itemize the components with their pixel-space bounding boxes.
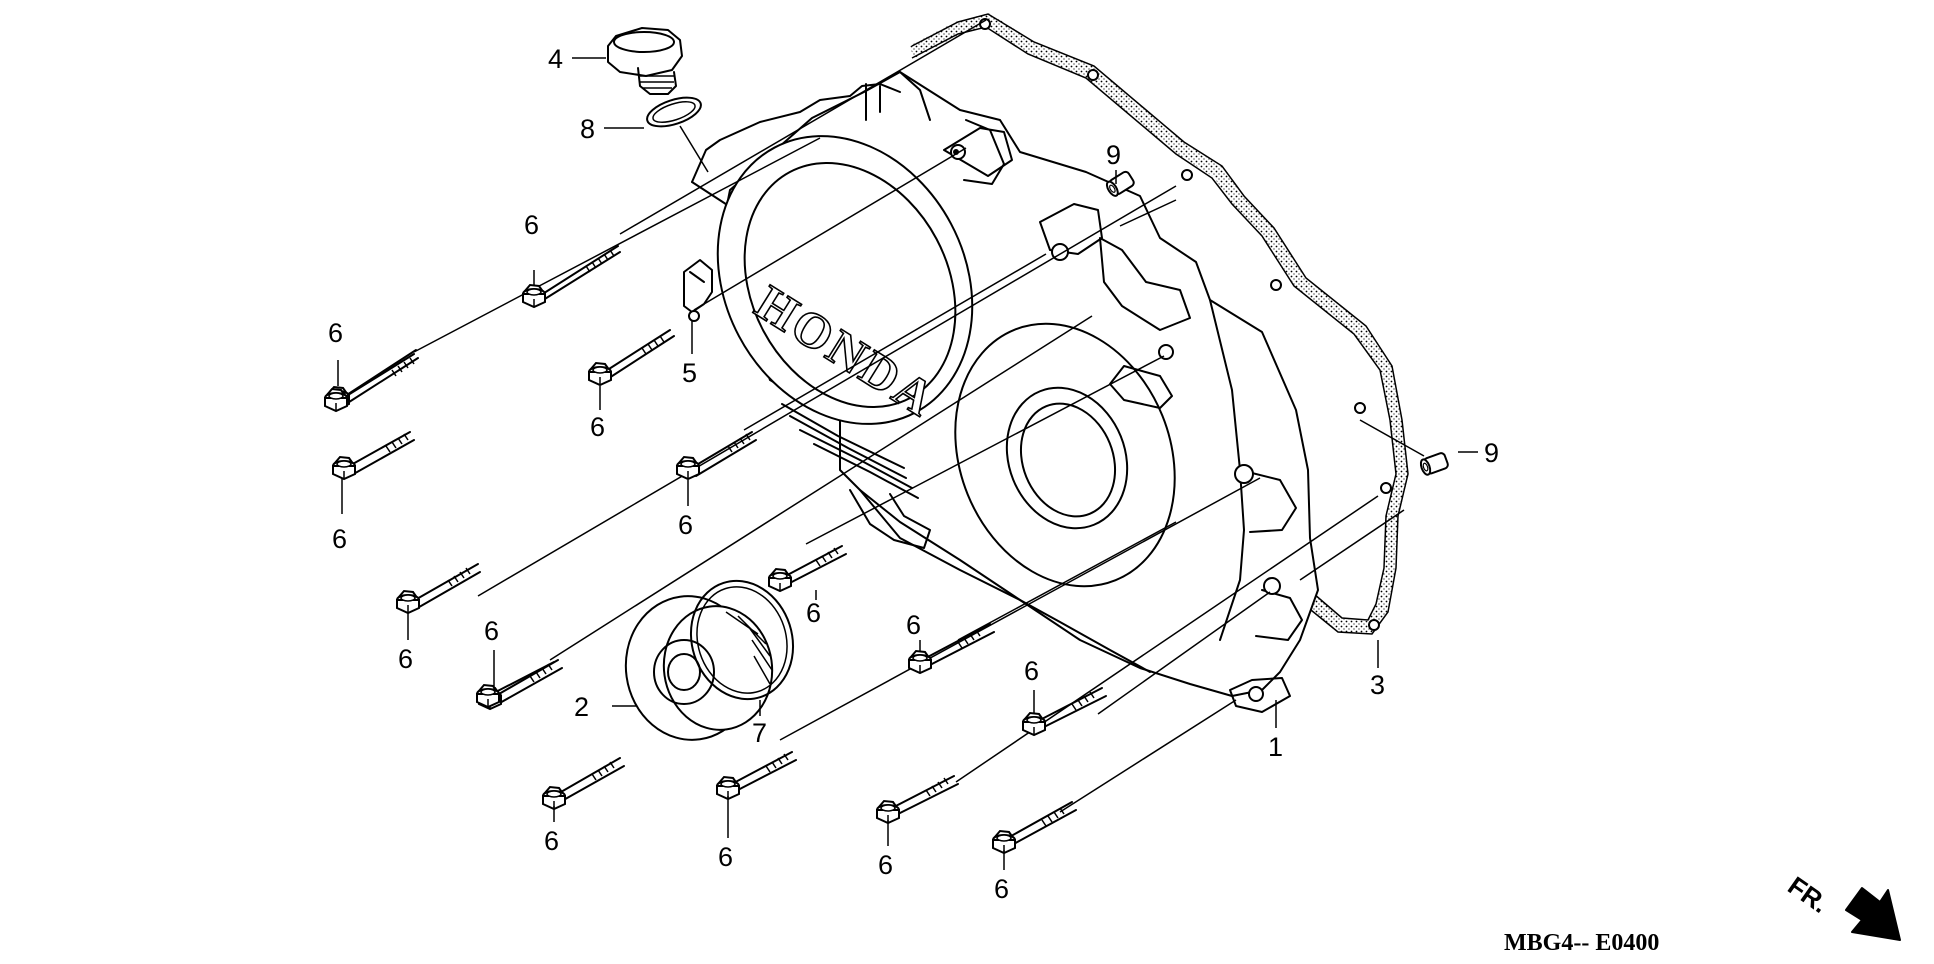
callout-6-14: 6 bbox=[994, 874, 1009, 904]
callout-6-05: 6 bbox=[678, 510, 693, 540]
reference-code: MBG4-- E0400 bbox=[1504, 930, 1659, 956]
callout-6-13: 6 bbox=[878, 850, 893, 880]
callout-6-02: 6 bbox=[328, 318, 343, 348]
bolt-14 bbox=[876, 775, 959, 824]
bolt-12 bbox=[542, 757, 625, 810]
callout-6-12: 6 bbox=[718, 842, 733, 872]
callout-6-04: 6 bbox=[332, 524, 347, 554]
bolt-04 bbox=[332, 431, 415, 480]
alignment-lines bbox=[413, 19, 1425, 813]
direction-label: FR. bbox=[1783, 870, 1835, 919]
callout-7: 7 bbox=[752, 718, 767, 748]
callout-6-07: 6 bbox=[484, 616, 499, 646]
bolt-07 bbox=[768, 545, 847, 592]
bolt-13 bbox=[716, 751, 797, 800]
bolt-09 bbox=[908, 623, 995, 674]
arrow-icon bbox=[1845, 887, 1901, 941]
bolt-15 bbox=[992, 801, 1077, 854]
callout-6-01: 6 bbox=[524, 210, 539, 240]
oil-filler-cap bbox=[607, 27, 683, 95]
callout-6-06: 6 bbox=[398, 644, 413, 674]
callout-6-10: 6 bbox=[1024, 656, 1039, 686]
callout-6-08: 6 bbox=[806, 598, 821, 628]
o-ring-cap bbox=[646, 96, 702, 128]
bolt-01 bbox=[522, 245, 621, 308]
callout-3: 3 bbox=[1370, 670, 1385, 700]
callout-9-upper: 9 bbox=[1106, 140, 1121, 170]
callout-6-09: 6 bbox=[906, 610, 921, 640]
bolt-03 bbox=[588, 329, 675, 386]
callout-8: 8 bbox=[580, 114, 595, 144]
bolt-11 bbox=[476, 661, 555, 708]
callout-leaders bbox=[337, 57, 1478, 870]
bolt-06 bbox=[396, 563, 481, 614]
callout-1: 1 bbox=[1268, 732, 1283, 762]
callout-labels: 4 8 9 9 5 2 7 1 3 6 6 6 6 6 6 6 6 6 6 6 … bbox=[328, 44, 1499, 904]
crankcase-cover: HONDA bbox=[691, 71, 1319, 713]
front-direction-arrow: FR. bbox=[1783, 870, 1901, 941]
callout-6-03: 6 bbox=[590, 412, 605, 442]
o-ring-plug bbox=[689, 579, 795, 701]
callout-4: 4 bbox=[548, 44, 563, 74]
bolt-05 bbox=[676, 431, 757, 480]
callout-6-11: 6 bbox=[544, 826, 559, 856]
bolt-10 bbox=[1022, 687, 1107, 736]
callout-5: 5 bbox=[682, 358, 697, 388]
callout-9-right: 9 bbox=[1484, 438, 1499, 468]
gasket bbox=[908, 13, 1409, 635]
callout-2: 2 bbox=[574, 692, 589, 722]
bolt-16 bbox=[324, 353, 415, 412]
clamp bbox=[683, 259, 713, 322]
